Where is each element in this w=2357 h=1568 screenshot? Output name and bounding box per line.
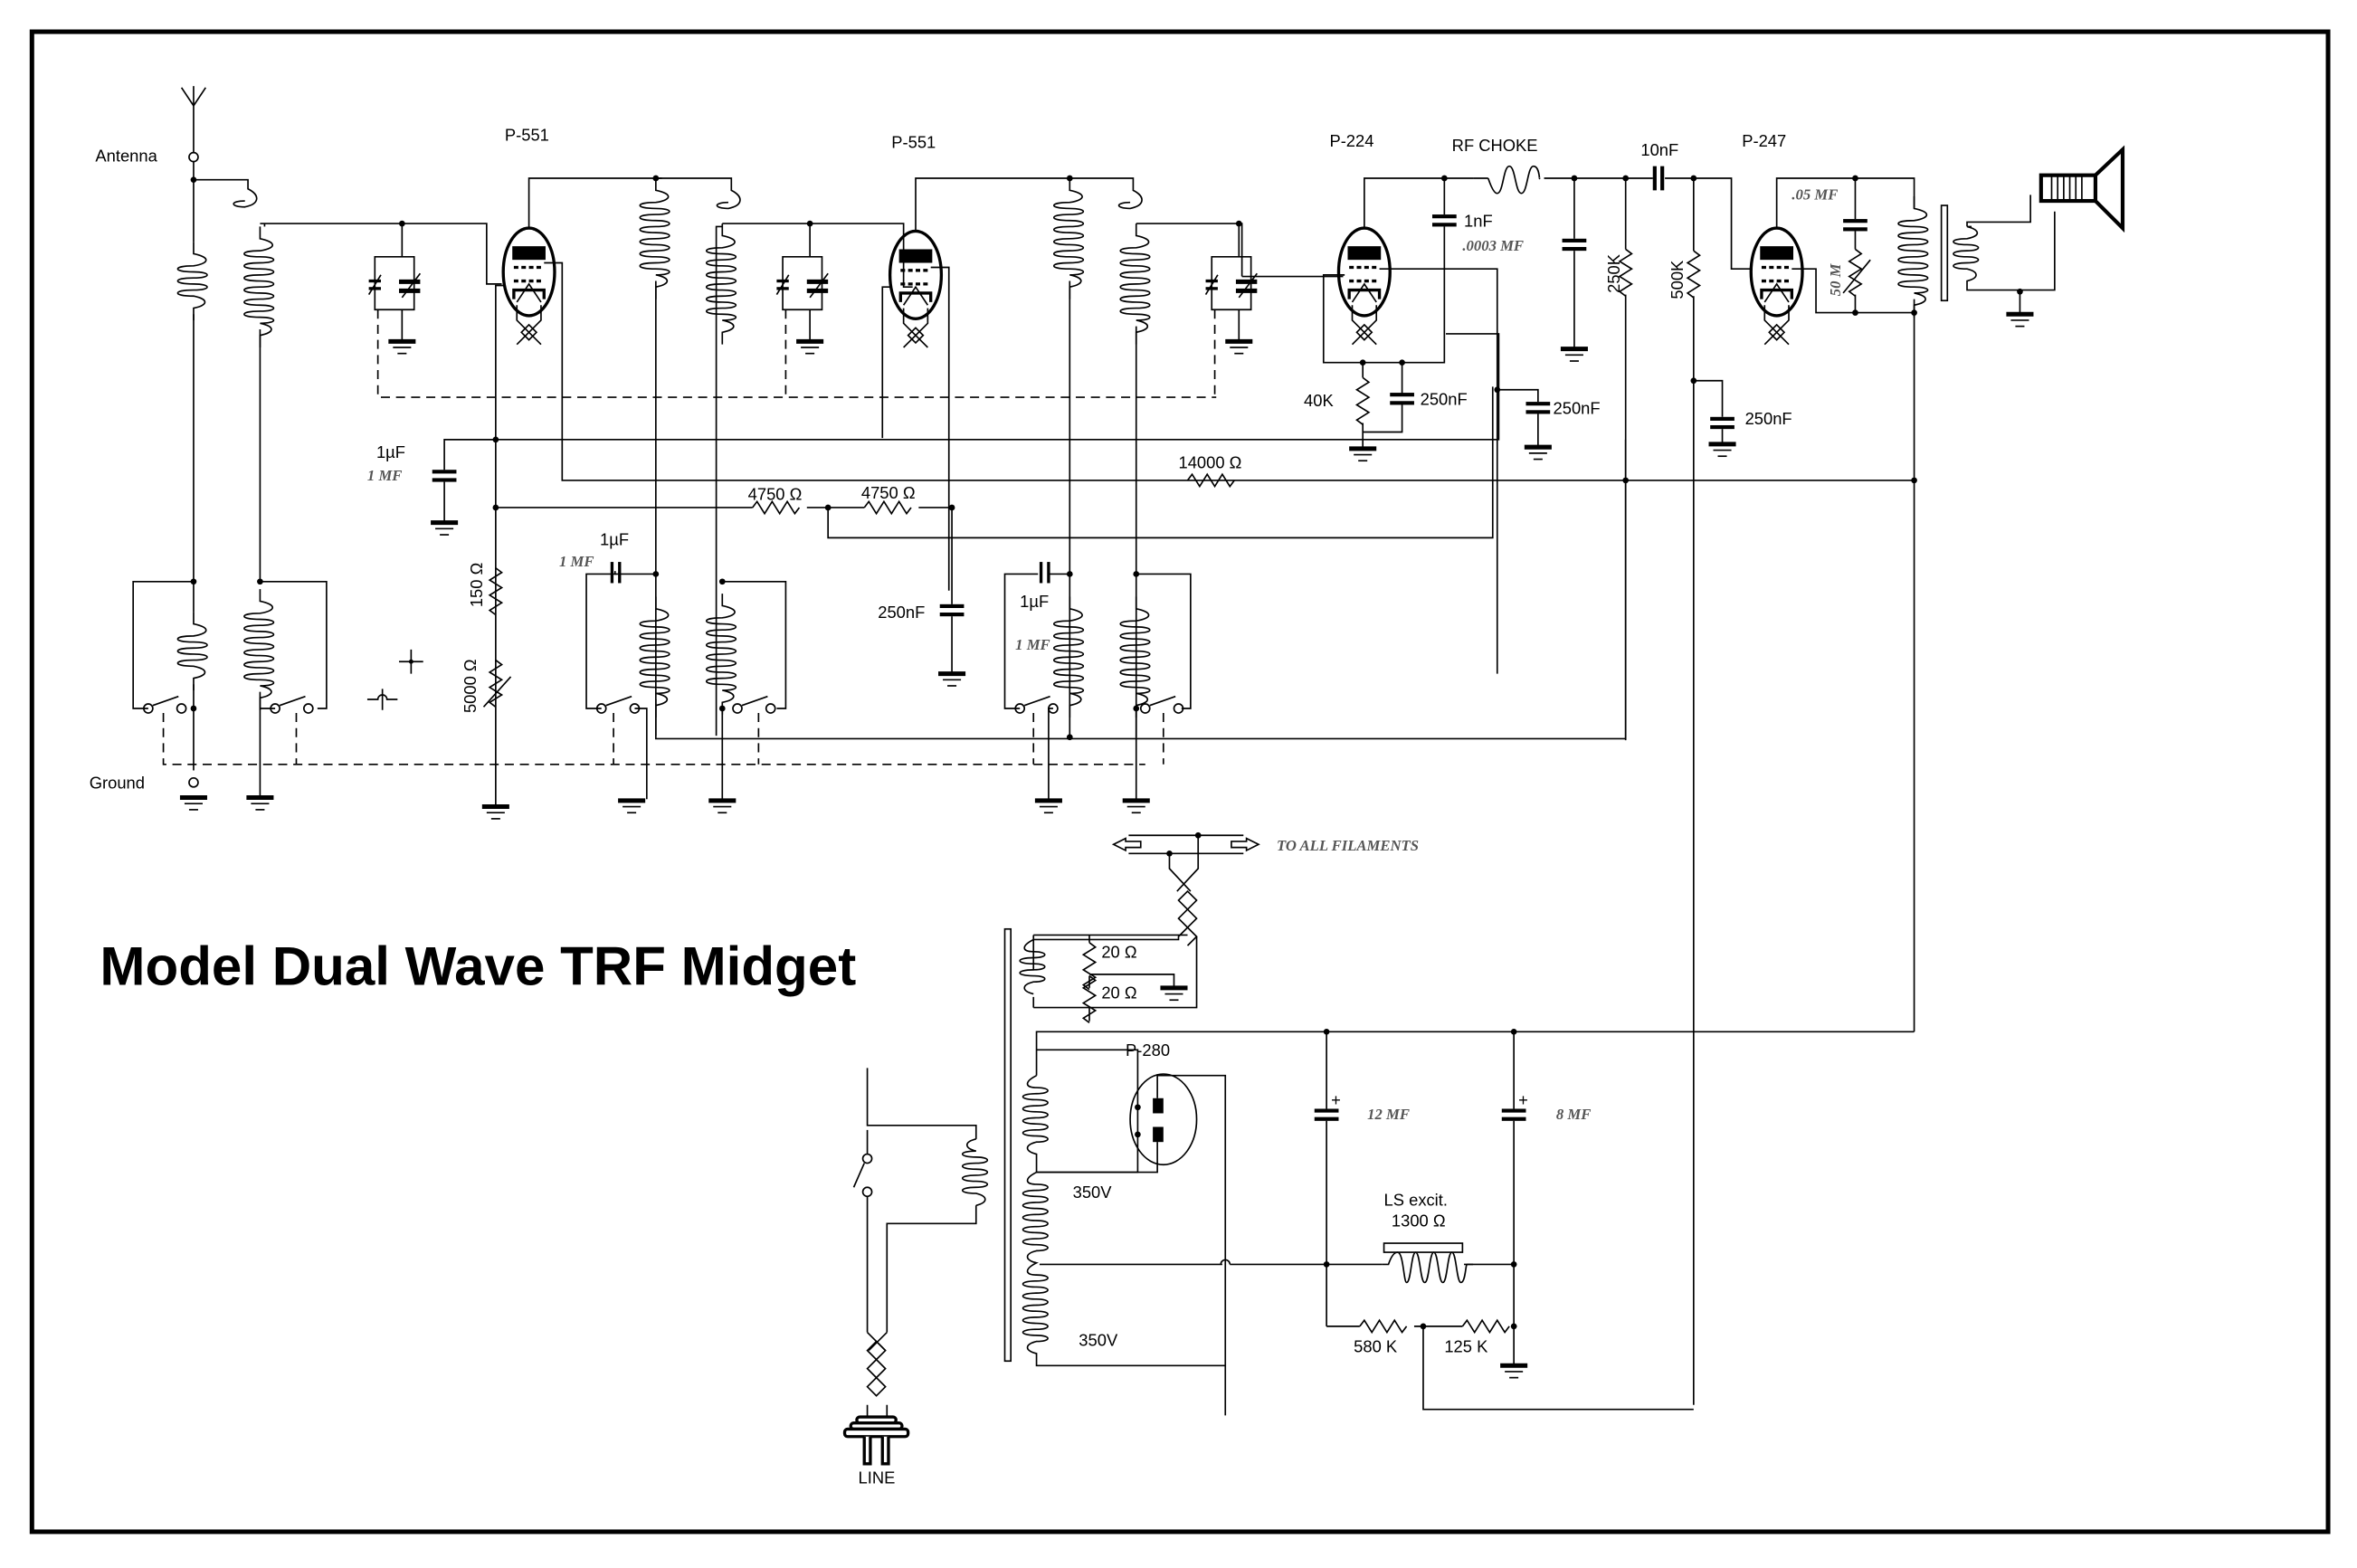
resistor-14000-label: 14000 Ω xyxy=(1179,453,1242,472)
resistor-20-a-label: 20 Ω xyxy=(1101,942,1136,961)
cap-plus-b: + xyxy=(1518,1090,1528,1109)
resistor-500K-label: 500K xyxy=(1668,260,1687,299)
handwritten-note-8: 8 MF xyxy=(1556,1106,1591,1123)
capacitor-1nF-label: 1nF xyxy=(1464,211,1493,230)
tuning-capacitor-1 xyxy=(367,255,422,311)
diagram-title: Model Dual Wave TRF Midget xyxy=(100,936,856,997)
tuning-capacitor-2 xyxy=(775,255,829,311)
resistor-20-b-label: 20 Ω xyxy=(1101,984,1136,1003)
handwritten-note-filaments: TO ALL FILAMENTS xyxy=(1277,837,1419,854)
ls-ohms-label: 1300 Ω xyxy=(1392,1212,1446,1231)
speaker-icon xyxy=(2039,145,2125,233)
tube-p247 xyxy=(1749,226,1804,347)
handwritten-note-1uF-b: 1 MF xyxy=(559,553,594,570)
handwritten-note-1uF-c: 1 MF xyxy=(1015,636,1050,653)
resistor-40K-label: 40K xyxy=(1304,391,1334,410)
resistor-4750-b-label: 4750 Ω xyxy=(861,483,916,502)
power-switch xyxy=(852,1129,873,1333)
resistor-150-label: 150 Ω xyxy=(467,563,486,607)
rectifier-label: P-280 xyxy=(1126,1041,1170,1060)
tuning-capacitor-3 xyxy=(1204,255,1259,311)
tube-p224 xyxy=(1336,226,1392,347)
rf-choke-label: RF CHOKE xyxy=(1452,136,1538,155)
speaker-field-coil xyxy=(1382,1242,1515,1284)
resistor-250K-label: 250K xyxy=(1604,253,1623,293)
ground-label: Ground xyxy=(90,774,145,793)
capacitor-250nF-b-label: 250nF xyxy=(1421,389,1468,408)
tube-p551-2 xyxy=(888,229,944,349)
frame-border xyxy=(29,29,2331,1535)
handwritten-note-12: 12 MF xyxy=(1367,1106,1410,1123)
resistor-5000-label: 5000 Ω xyxy=(461,659,480,713)
resistor-4750-a-label: 4750 Ω xyxy=(748,485,803,504)
ls-excit-label: LS excit. xyxy=(1384,1190,1448,1209)
handwritten-note-0003: .0003 MF xyxy=(1462,237,1524,254)
tube-2-label: P-551 xyxy=(891,133,936,152)
tube-4-label: P-247 xyxy=(1742,131,1786,150)
tube-p551-1 xyxy=(501,226,556,347)
capacitor-1uF-c-label: 1µF xyxy=(1020,592,1049,611)
handwritten-note-05: .05 MF xyxy=(1792,185,1838,203)
tube-1-label: P-551 xyxy=(505,125,549,144)
cap-plus-a: + xyxy=(1331,1090,1341,1109)
filament-connector xyxy=(1032,832,1260,1009)
capacitor-250nF-a-label: 250nF xyxy=(878,603,925,622)
antenna-label: Antenna xyxy=(95,147,157,166)
capacitor-1uF-a-label: 1µF xyxy=(376,442,405,461)
rectifier-tube-p280 xyxy=(1036,1073,1227,1416)
handwritten-note-50M: 50 M xyxy=(1827,262,1844,296)
resistor-125K-label: 125 K xyxy=(1444,1336,1488,1355)
resistor-580K-label: 580 K xyxy=(1354,1336,1398,1355)
voltage-350-a-label: 350V xyxy=(1073,1183,1113,1202)
tube-3-label: P-224 xyxy=(1329,131,1373,150)
line-plug-icon xyxy=(842,1331,910,1466)
handwritten-note-1uF-a: 1 MF xyxy=(367,467,402,484)
capacitor-10nF-label: 10nF xyxy=(1640,140,1678,159)
voltage-350-b-label: 350V xyxy=(1079,1331,1118,1350)
transformer-core xyxy=(1003,927,1012,1363)
capacitor-1uF-b-label: 1µF xyxy=(600,530,629,549)
capacitor-250nF-d-label: 250nF xyxy=(1745,409,1792,428)
line-label: LINE xyxy=(859,1468,896,1487)
capacitor-250nF-c-label: 250nF xyxy=(1554,398,1601,417)
antenna-symbol xyxy=(180,86,206,163)
